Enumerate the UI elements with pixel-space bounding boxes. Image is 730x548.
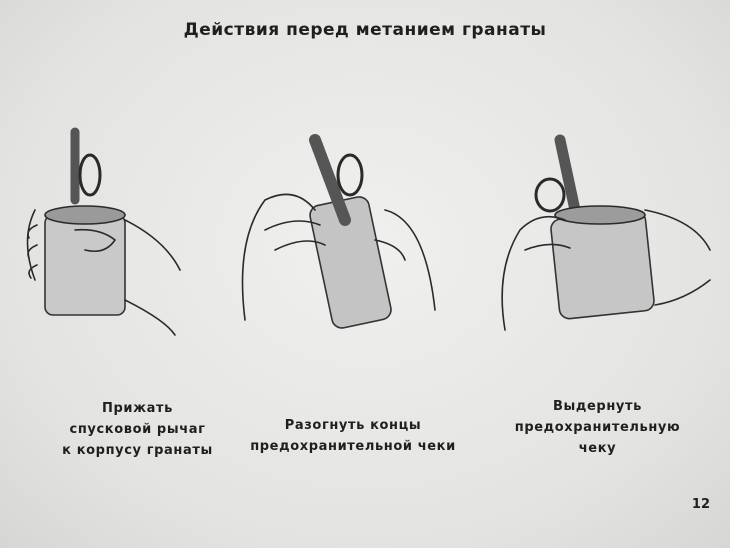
grenade-pull-pin-illustration bbox=[501, 134, 711, 331]
step-1-line-1: Прижать bbox=[102, 401, 173, 416]
grenade-press-lever-illustration bbox=[26, 127, 181, 336]
step-2-line-1: Разогнуть концы bbox=[284, 418, 422, 433]
step-2-line-2: предохранительной чеки bbox=[250, 439, 456, 454]
step-3-caption: Выдернуть предохранительную чеку bbox=[485, 396, 710, 459]
step-3-line-3: чеку bbox=[578, 441, 617, 456]
step-2-caption: Разогнуть концы предохранительной чеки bbox=[228, 415, 478, 457]
grenade-bend-pin-illustration bbox=[241, 134, 436, 329]
step-1-line-3: к корпусу гранаты bbox=[62, 443, 213, 458]
page-number: 12 bbox=[691, 497, 710, 512]
step-1-caption: Прижать спусковой рычаг к корпусу гранат… bbox=[50, 398, 225, 461]
step-3-line-1: Выдернуть bbox=[553, 399, 642, 414]
step-3-line-2: предохранительную bbox=[514, 420, 681, 435]
step-1-line-2: спусковой рычаг bbox=[69, 422, 206, 437]
slide-title: Действия перед метанием гранаты bbox=[183, 20, 547, 40]
